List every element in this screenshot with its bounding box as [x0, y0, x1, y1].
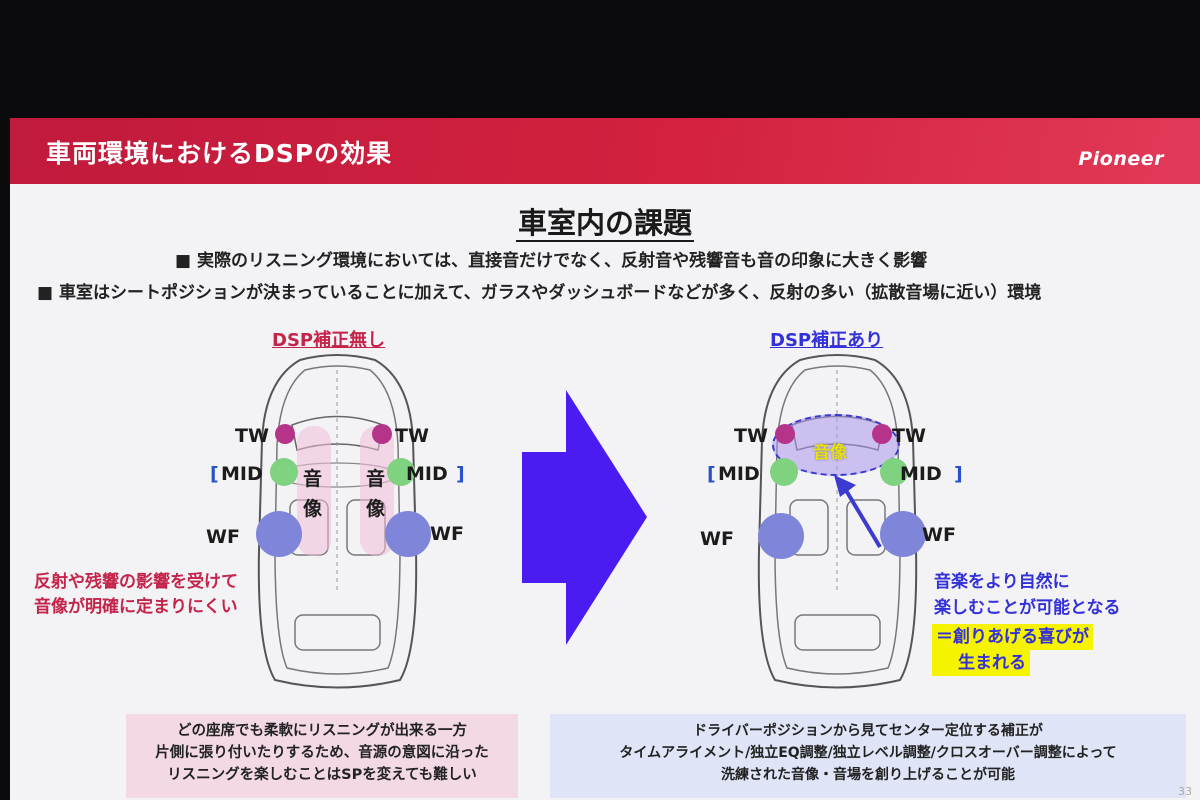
sound-image-char-2a: 像: [303, 498, 323, 520]
mid-label-right-l: MID: [718, 463, 760, 485]
page-number: 33: [1178, 785, 1192, 798]
bracket-right-r: ]: [954, 463, 963, 485]
right-panel-label: DSP補正あり: [770, 330, 884, 351]
tw-label-right-r: TW: [892, 425, 926, 447]
left-sound-image-zone-1: [297, 426, 331, 556]
left-caption-1: 反射や残響の影響を受けて: [34, 572, 238, 592]
wf-dot-right-r: [880, 511, 926, 557]
focus-arrow-icon: [834, 475, 882, 549]
wf-label-right-r: WF: [922, 524, 956, 546]
mid-dot-right-r: [880, 458, 908, 486]
slide-title: 車両環境におけるDSPの効果: [46, 139, 393, 168]
right-note-line-2: タイムアライメント/独立EQ調整/独立レベル調整/クロスオーバー調整によって: [619, 745, 1117, 761]
pioneer-logo: Pioneer: [1078, 148, 1164, 170]
tw-dot-left-r: [372, 424, 392, 444]
wf-dot-left-l: [256, 511, 302, 557]
mid-dot-right-l: [770, 458, 798, 486]
left-note-line-3: リスニングを楽しむことはSPを変えても難しい: [167, 767, 477, 783]
left-note-line-1: どの座席でも柔軟にリスニングが出来る一方: [177, 723, 467, 739]
sound-image-char-1a: 音: [303, 468, 323, 490]
bracket-right-l: [: [707, 463, 716, 485]
mid-dot-left-l: [270, 458, 298, 486]
bullet-1: ■ 実際のリスニング環境においては、直接音だけでなく、反射音や残響音も音の印象に…: [175, 251, 928, 271]
slide: 車両環境におけるDSPの効果 Pioneer 車室内の課題 ■ 実際のリスニング…: [10, 118, 1200, 800]
sound-image-char-2b: 像: [366, 498, 386, 520]
tw-label-right-l: TW: [734, 425, 768, 447]
right-note-line-3: 洗練された音像・音場を創り上げることが可能: [721, 767, 1015, 783]
left-note-line-2: 片側に張り付いたりするため、音源の意図に沿った: [155, 745, 489, 761]
sound-image-char-1b: 音: [366, 468, 386, 490]
mid-label-right-r: MID: [900, 463, 942, 485]
right-note-line-1: ドライバーポジションから見てセンター定位する補正が: [693, 723, 1043, 739]
wf-dot-left-r: [385, 511, 431, 557]
wf-label-left-r: WF: [430, 523, 464, 545]
highlight-line-2: 生まれる: [932, 650, 1030, 676]
right-caption-1: 音楽をより自然に: [934, 572, 1070, 592]
tw-dot-right-r: [872, 424, 892, 444]
wf-label-left-l: WF: [206, 526, 240, 548]
tw-dot-right-l: [775, 424, 795, 444]
bullet-2: ■ 車室はシートポジションが決まっていることに加えて、ガラスやダッシュボードなど…: [37, 283, 1042, 303]
center-image-label: 音像: [813, 443, 847, 463]
left-panel-label: DSP補正無し: [272, 330, 386, 351]
bracket-left-l: [: [210, 463, 219, 485]
left-note-box: どの座席でも柔軟にリスニングが出来る一方 片側に張り付いたりするため、音源の意図…: [126, 714, 518, 798]
wf-dot-right-l: [758, 513, 804, 559]
tw-label-left-r: TW: [395, 425, 429, 447]
mid-label-left-r: MID: [406, 463, 448, 485]
mid-label-left-l: MID: [221, 463, 263, 485]
section-heading: 車室内の課題: [515, 206, 694, 242]
right-arrow-icon: [522, 390, 647, 645]
left-caption-2: 音像が明確に定まりにくい: [34, 597, 238, 617]
tw-dot-left-l: [275, 424, 295, 444]
right-note-box: ドライバーポジションから見てセンター定位する補正が タイムアライメント/独立EQ…: [550, 714, 1186, 798]
mid-dot-left-r: [387, 458, 415, 486]
highlight-line-1: ＝創りあげる喜びが: [932, 624, 1093, 650]
wf-label-right-l: WF: [700, 528, 734, 550]
tw-label-left-l: TW: [235, 425, 269, 447]
bracket-left-r: ]: [456, 463, 465, 485]
slide-header: 車両環境におけるDSPの効果 Pioneer: [10, 118, 1200, 184]
right-caption-2: 楽しむことが可能となる: [934, 598, 1121, 618]
